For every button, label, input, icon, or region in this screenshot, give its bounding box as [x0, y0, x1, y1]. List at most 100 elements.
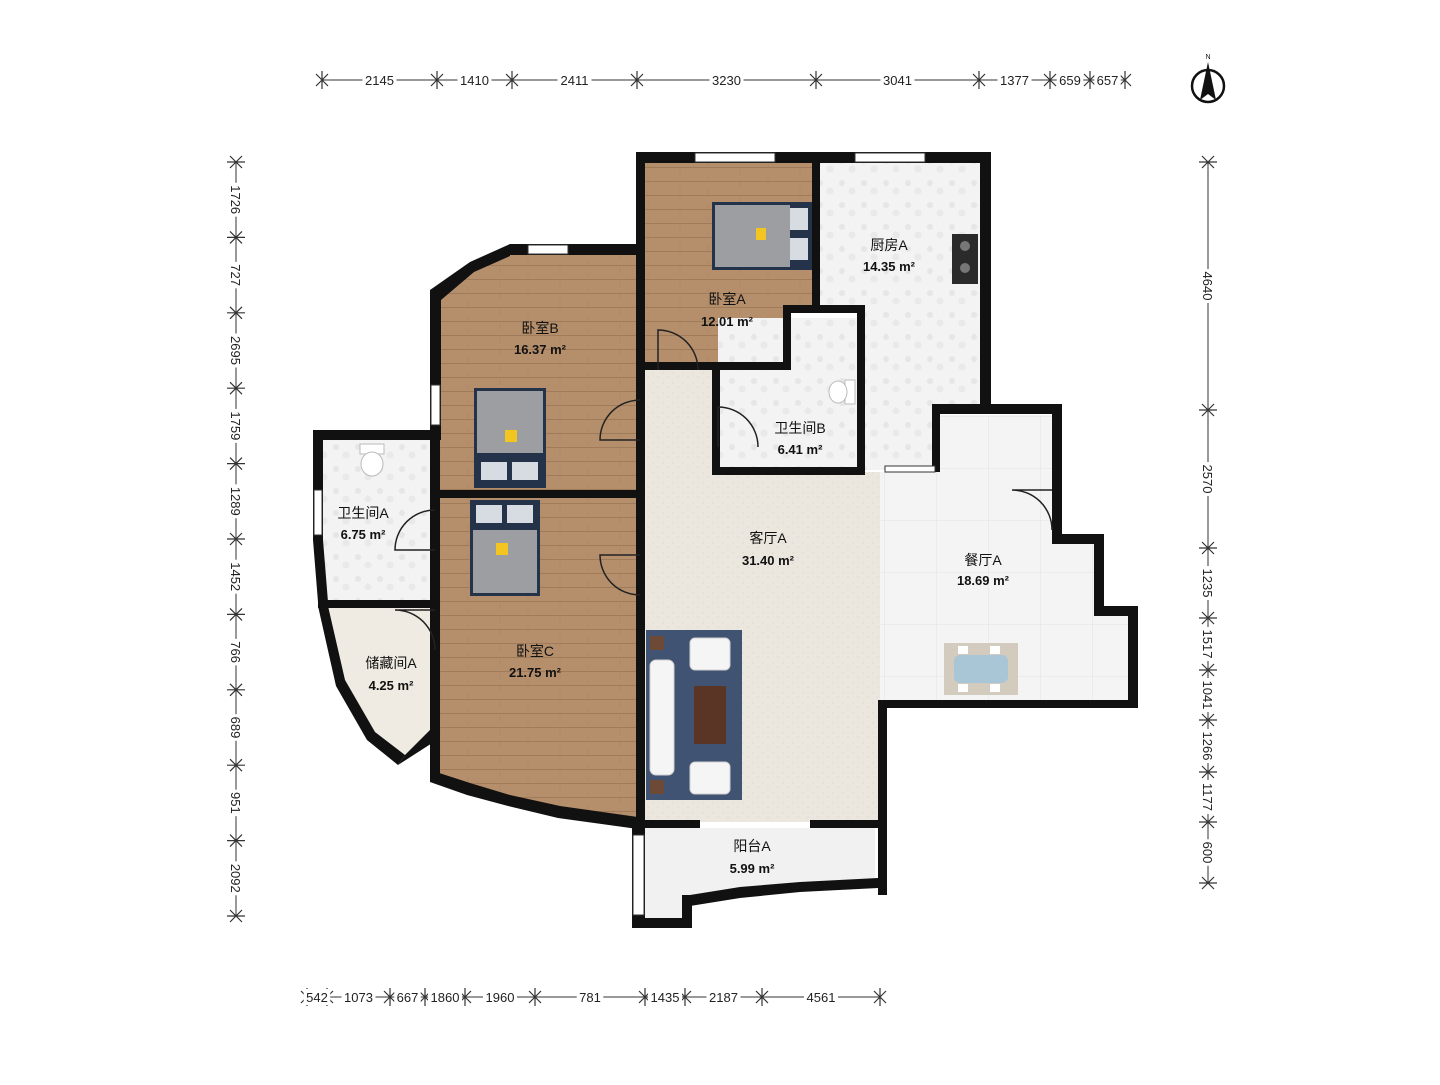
dimension-tick	[227, 683, 245, 697]
living-a-name: 客厅A	[749, 530, 787, 546]
dimension-tick	[227, 381, 245, 395]
stove	[952, 234, 978, 284]
dimension-label: 1517	[1200, 630, 1215, 659]
compass-north-label: N	[1205, 54, 1210, 61]
dining-a-area: 18.69 m²	[957, 573, 1010, 588]
bathroom-b-name: 卫生间B	[774, 420, 825, 436]
dimension-label: 1435	[651, 990, 680, 1005]
dimension-tick	[227, 758, 245, 772]
bathroom-a-area: 6.75 m²	[341, 527, 386, 542]
dimension-label-bg	[648, 989, 682, 1005]
dining-floor	[880, 415, 1128, 700]
dimension-label: 3041	[883, 73, 912, 88]
dimension-label: 2695	[228, 336, 243, 365]
dimension-label-bg	[1200, 462, 1216, 496]
dimension-tick	[1199, 765, 1217, 779]
dimension-label-bg	[1200, 269, 1216, 303]
dimension-label: 667	[397, 990, 419, 1005]
dimension-tick	[505, 71, 519, 89]
bed-a	[712, 202, 812, 270]
dimension-label: 2570	[1200, 465, 1215, 494]
dimension-label: 1452	[228, 562, 243, 591]
dimension-label-bg	[483, 989, 517, 1005]
dimension-label: 4640	[1200, 272, 1215, 301]
kitchen-a-name: 厨房A	[870, 237, 908, 253]
dimension-label-bg	[228, 789, 244, 817]
dimension-tick	[1199, 403, 1217, 417]
dimension-label-bg	[1200, 780, 1216, 814]
storage-floor	[326, 608, 435, 760]
sofa-set	[646, 630, 742, 800]
dimension-label: 4561	[807, 990, 836, 1005]
dimension-label-bg	[428, 989, 462, 1005]
dimension-tick	[1118, 71, 1132, 89]
dimension-label: 1410	[460, 73, 489, 88]
bathroom-b-area: 6.41 m²	[778, 442, 823, 457]
dimension-tick	[227, 306, 245, 320]
dimension-tick	[227, 230, 245, 244]
furniture	[359, 202, 1018, 800]
dimension-label-bg	[1200, 627, 1216, 661]
dimension-tick	[1199, 663, 1217, 677]
dimension-label-bg	[706, 989, 741, 1005]
dimension-label: 2092	[228, 864, 243, 893]
dimension-tick	[528, 988, 542, 1006]
dimension-label: 766	[228, 641, 243, 663]
dimension-label: 600	[1200, 842, 1215, 864]
dimension-label: 1759	[228, 411, 243, 440]
dimension-label: 2187	[709, 990, 738, 1005]
dimension-tick	[1199, 155, 1217, 169]
dimension-tick	[755, 988, 769, 1006]
bedroom-b-name: 卧室B	[521, 320, 558, 336]
dimension-tick	[227, 532, 245, 546]
dimension-tick	[227, 457, 245, 471]
dimension-label: 781	[579, 990, 601, 1005]
dimension-tick	[383, 988, 397, 1006]
dimension-label-bg	[228, 638, 244, 666]
dimension-label-bg	[1200, 566, 1216, 600]
dimension-tick	[227, 834, 245, 848]
dimension-tick	[1043, 71, 1057, 89]
dimension-tick	[1199, 541, 1217, 555]
dimension-label: 1960	[486, 990, 515, 1005]
compass-icon	[1190, 62, 1226, 104]
dimension-label-bg	[228, 182, 244, 217]
bedroom-c-name: 卧室C	[516, 643, 554, 659]
dimension-label: 659	[1059, 73, 1081, 88]
dimension-tick	[809, 71, 823, 89]
dining-a-name: 餐厅A	[964, 552, 1002, 568]
dimension-label: 1266	[1200, 732, 1215, 761]
dimension-label-bg	[1200, 839, 1216, 866]
dimension-label-bg	[341, 989, 376, 1005]
compass: N	[1190, 54, 1226, 104]
walls	[313, 152, 1138, 928]
dimension-label: 2411	[561, 73, 589, 88]
dimension-label: 727	[228, 264, 243, 286]
bedroom-a-area: 12.01 m²	[701, 314, 754, 329]
dimension-label-bg	[997, 72, 1032, 88]
dimension-label: 2145	[365, 73, 394, 88]
dimension-tick	[873, 988, 887, 1006]
dimension-tick	[1199, 713, 1217, 727]
dimension-tick	[227, 607, 245, 621]
dimension-label-bg	[880, 72, 915, 88]
dimension-label: 1041	[1200, 681, 1215, 710]
dimension-label-bg	[228, 408, 244, 443]
storage-a-area: 4.25 m²	[369, 678, 414, 693]
bed-b	[474, 388, 546, 488]
storage-a-name: 储藏间A	[365, 655, 417, 671]
dimension-label-bg	[709, 72, 744, 88]
dimension-tick	[227, 909, 245, 923]
dimension-tick	[630, 71, 644, 89]
balcony-a-area: 5.99 m²	[730, 861, 775, 876]
dimension-label-bg	[228, 861, 244, 896]
dimension-label-bg	[1094, 72, 1121, 88]
floors	[320, 160, 1128, 918]
toilet-a	[359, 443, 385, 477]
room-labels: 卧室B 16.37 m² 卧室A 12.01 m² 厨房A 14.35 m² 卫…	[337, 237, 1009, 876]
